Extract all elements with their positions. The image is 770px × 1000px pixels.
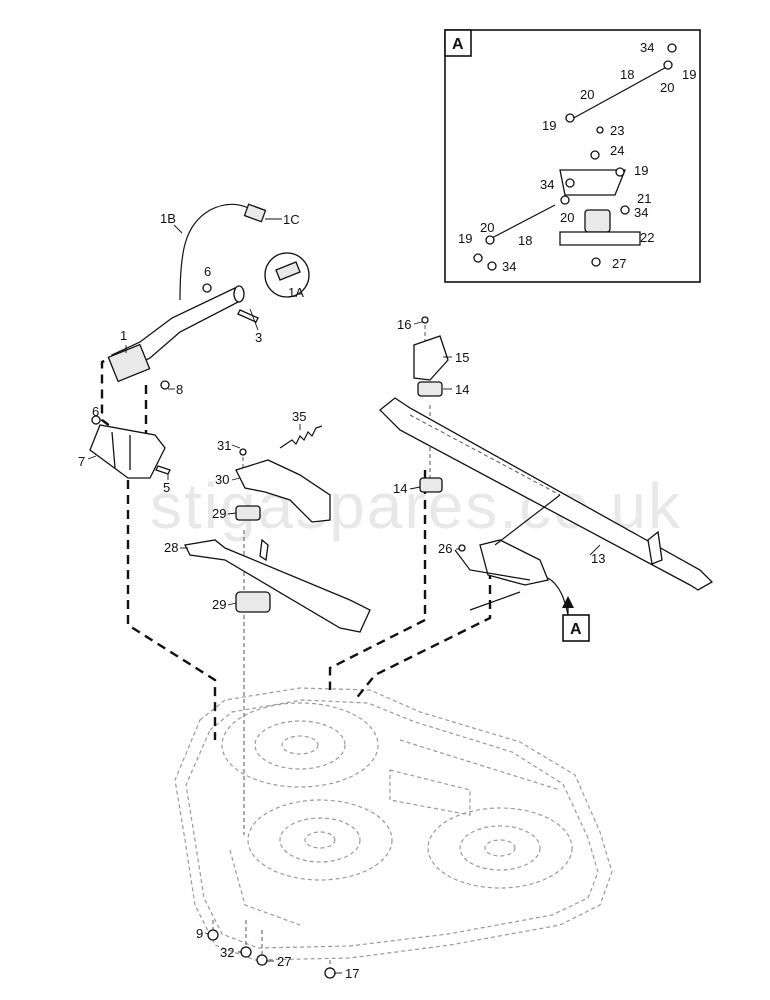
inset-label-27: 27 [612, 256, 626, 271]
inset-label-23: 23 [610, 123, 624, 138]
label-8: 8 [176, 382, 183, 397]
inset-label-34c: 34 [634, 205, 648, 220]
label-1C: 1C [283, 212, 300, 227]
inset-label-19d: 19 [458, 231, 472, 246]
inset-label-24: 24 [610, 143, 624, 158]
linkage-A-assembly [454, 494, 569, 616]
label-35: 35 [292, 409, 306, 424]
label-15: 15 [455, 350, 469, 365]
label-1A: 1A [288, 285, 304, 300]
inset-label-20: 20 [660, 80, 674, 95]
inset-label-22: 22 [640, 230, 654, 245]
inset-label-20d: 20 [480, 220, 494, 235]
svg-text:A: A [570, 621, 582, 638]
label-6b: 6 [92, 404, 99, 419]
inset-label-21: 21 [637, 191, 651, 206]
inset-label-18b: 18 [518, 233, 532, 248]
label-13: 13 [591, 551, 605, 566]
part-labels: 1B 1C 6 1A 3 1 8 6 7 5 35 31 30 29 28 29… [78, 211, 605, 981]
label-26: 26 [438, 541, 452, 556]
label-7: 7 [78, 454, 85, 469]
label-14b: 14 [393, 481, 407, 496]
inset-label-34d: 34 [502, 259, 516, 274]
detail-marker-A: A [562, 596, 590, 642]
detail-inset-A: A [444, 29, 701, 283]
label-3: 3 [255, 330, 262, 345]
label-32: 32 [220, 945, 234, 960]
inset-label-19b: 19 [542, 118, 556, 133]
label-6: 6 [204, 264, 211, 279]
label-9: 9 [196, 926, 203, 941]
label-5: 5 [163, 480, 170, 495]
inset-label-19c: 19 [634, 163, 648, 178]
inset-tag: A [452, 36, 464, 53]
inset-label-20c: 20 [560, 210, 574, 225]
inset-label-34: 34 [640, 40, 654, 55]
inset-label-20b: 20 [580, 87, 594, 102]
inset-label-19: 19 [682, 67, 696, 82]
label-1B: 1B [160, 211, 176, 226]
inset-label-34b: 34 [540, 177, 554, 192]
leader-lines [87, 218, 601, 974]
label-14: 14 [455, 382, 469, 397]
inset-label-18: 18 [620, 67, 634, 82]
label-1: 1 [120, 328, 127, 343]
bracket-7 [89, 415, 171, 479]
label-28: 28 [164, 540, 178, 555]
label-29b: 29 [212, 597, 226, 612]
label-27: 27 [277, 954, 291, 969]
label-29: 29 [212, 506, 226, 521]
deck-hardware [207, 929, 336, 979]
label-17: 17 [345, 966, 359, 981]
label-30: 30 [215, 472, 229, 487]
electric-actuator [107, 203, 310, 390]
label-31: 31 [217, 438, 231, 453]
lift-linkage-left [184, 425, 371, 633]
lift-bar-right [379, 316, 714, 591]
mower-deck [174, 687, 613, 961]
inset-labels: 34 19 18 20 20 19 23 24 19 34 21 20 34 2… [458, 40, 696, 274]
label-16: 16 [397, 317, 411, 332]
